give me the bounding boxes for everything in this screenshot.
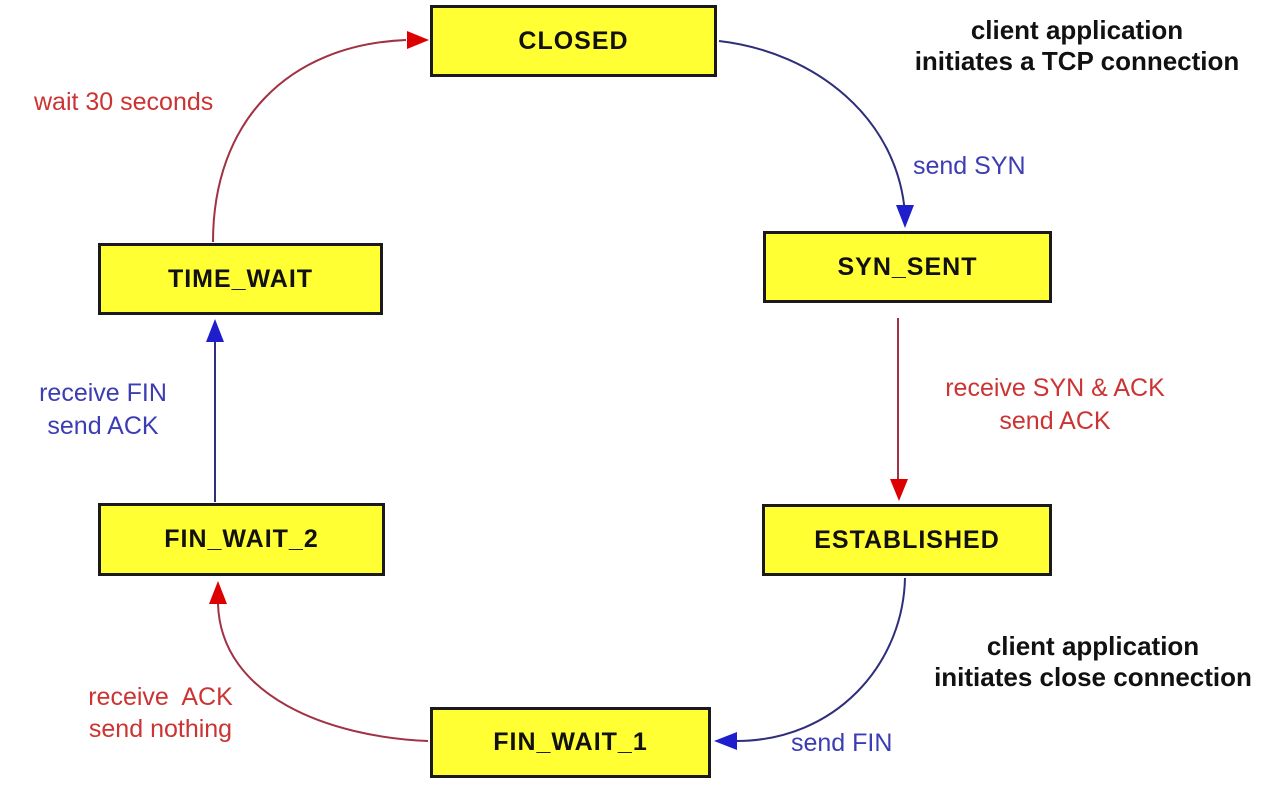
label-send-syn: send SYN [913, 152, 1026, 180]
arrow-finwait1-to-finwait2 [217, 603, 429, 742]
state-syn-sent: SYN_SENT [763, 231, 1052, 303]
state-fin-wait-2-label: FIN_WAIT_2 [164, 525, 319, 553]
state-closed: CLOSED [430, 5, 717, 77]
arrow-closed-to-synsent [718, 40, 906, 215]
arrowhead-finwait1-to-finwait2 [209, 581, 227, 604]
state-fin-wait-2: FIN_WAIT_2 [98, 503, 385, 576]
label-receive-fin-send-ack: receive FIN send ACK [39, 379, 167, 440]
state-established-label: ESTABLISHED [814, 525, 1000, 554]
arrowhead-synsent-to-established [890, 479, 908, 501]
state-closed-label: CLOSED [518, 26, 629, 55]
state-time-wait: TIME_WAIT [98, 243, 383, 315]
state-syn-sent-label: SYN_SENT [837, 252, 978, 281]
arrowhead-finwait2-to-timewait [206, 319, 224, 342]
arrow-timewait-to-closed [212, 39, 407, 243]
arrowhead-timewait-to-closed [407, 31, 429, 49]
state-fin-wait-1: FIN_WAIT_1 [430, 707, 711, 778]
label-receive-ack-send-nothing: receive ACK send nothing [88, 683, 233, 743]
arrowhead-established-to-finwait1 [714, 732, 737, 750]
state-time-wait-label: TIME_WAIT [167, 264, 314, 293]
label-send-fin: send FIN [791, 729, 893, 757]
label-receive-syn-ack: receive SYN & ACK send ACK [945, 374, 1165, 435]
label-wait-30-seconds: wait 30 seconds [34, 88, 214, 116]
annotation-initiate-connection: client application initiates a TCP conne… [914, 15, 1240, 76]
annotation-initiate-close: client application initiates close conne… [934, 631, 1252, 692]
arrowhead-closed-to-synsent [896, 205, 914, 228]
arrow-established-to-finwait1 [735, 577, 906, 742]
state-established: ESTABLISHED [762, 504, 1052, 576]
state-fin-wait-1-label: FIN_WAIT_1 [493, 728, 648, 756]
